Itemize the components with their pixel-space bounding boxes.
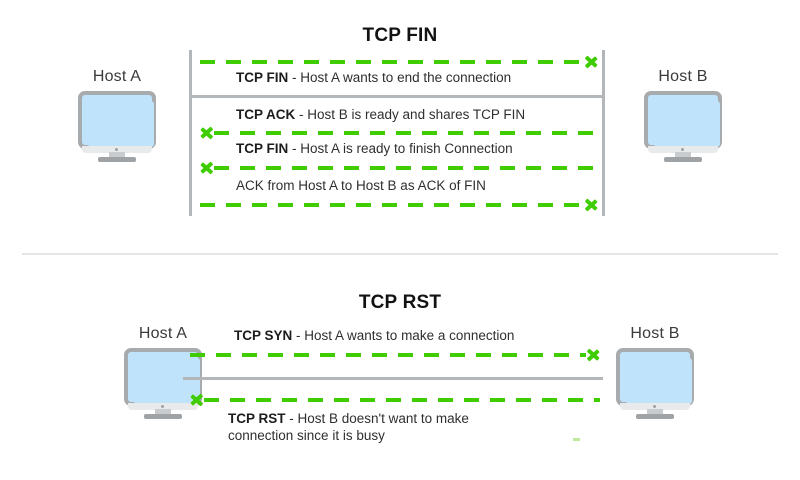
rst-message-1-text: Host A wants to make a connection xyxy=(304,328,515,343)
fin-host-a-label: Host A xyxy=(92,68,142,85)
fin-lifeline-host-a xyxy=(189,50,192,216)
rst-message-2-label: TCP RST - Host B doesn't want to make co… xyxy=(228,410,528,444)
monitor-stand-base xyxy=(98,157,136,162)
fin-message-1-sep: - xyxy=(288,70,301,85)
monitor-indicator-dot xyxy=(653,405,656,408)
arrowhead-left-icon xyxy=(199,161,212,175)
section-divider xyxy=(22,253,778,255)
monitor-indicator-dot xyxy=(115,148,118,151)
fin-arrow-3-right-to-left xyxy=(200,161,598,175)
fin-message-2-label: TCP ACK - Host B is ready and shares TCP… xyxy=(236,106,525,123)
arrowhead-right-icon xyxy=(588,348,601,362)
dashed-line xyxy=(190,353,586,357)
monitor-indicator-dot xyxy=(161,405,164,408)
monitor-stand-neck xyxy=(675,152,691,158)
rst-host-a-label: Host A xyxy=(138,325,188,342)
dashed-line xyxy=(200,203,584,207)
monitor-screen xyxy=(626,358,692,404)
monitor-stand-base xyxy=(144,414,182,419)
fin-host-b: Host B xyxy=(628,68,738,162)
dashed-line xyxy=(214,166,598,170)
computer-monitor-icon xyxy=(78,91,156,162)
fin-message-4-text: ACK from Host A to Host B as ACK of FIN xyxy=(236,178,486,193)
fin-message-1-label: TCP FIN - Host A wants to end the connec… xyxy=(236,69,511,86)
rst-host-b: Host B xyxy=(600,325,710,419)
fin-arrow-4-left-to-right xyxy=(200,198,598,212)
monitor-stand-neck xyxy=(109,152,125,158)
tcp-rst-section-title: TCP RST xyxy=(358,292,442,313)
arrowhead-right-icon xyxy=(586,55,599,69)
fin-message-3-tag: TCP FIN xyxy=(236,141,289,156)
fin-message-2-text: Host B is ready and shares TCP FIN xyxy=(307,107,526,122)
arrowhead-left-icon xyxy=(189,393,202,407)
rst-connector-line xyxy=(183,377,603,380)
monitor-stand-neck xyxy=(647,409,663,415)
rst-message-2-tag: TCP RST xyxy=(228,411,286,426)
fin-message-1-tag: TCP FIN xyxy=(236,70,289,85)
monitor-stand-base xyxy=(664,157,702,162)
fin-message-3-label: TCP FIN - Host A is ready to finish Conn… xyxy=(236,140,513,157)
fin-host-b-label: Host B xyxy=(658,68,708,85)
monitor-screen xyxy=(654,101,720,147)
fin-lifeline-host-b xyxy=(602,50,605,216)
monitor-bezel xyxy=(616,348,694,406)
rst-message-1-sep: - xyxy=(292,328,305,343)
monitor-bezel xyxy=(78,91,156,149)
fin-message-3-sep: - xyxy=(288,141,301,156)
fin-arrow-1-left-to-right xyxy=(200,55,598,69)
computer-monitor-icon xyxy=(616,348,694,419)
monitor-stand-base xyxy=(636,414,674,419)
rst-message-2-sep: - xyxy=(285,411,298,426)
fin-message-2-sep: - xyxy=(295,107,308,122)
stray-green-speck xyxy=(573,438,580,441)
fin-message-3-text: Host A is ready to finish Connection xyxy=(300,141,513,156)
fin-arrow-2-right-to-left xyxy=(200,126,598,140)
fin-host-a: Host A xyxy=(62,68,172,162)
rst-arrow-2-right-to-left xyxy=(190,393,600,407)
dashed-line xyxy=(200,60,584,64)
monitor-stand-neck xyxy=(155,409,171,415)
rst-host-b-label: Host B xyxy=(630,325,680,342)
arrowhead-left-icon xyxy=(199,126,212,140)
rst-message-1-tag: TCP SYN xyxy=(234,328,293,343)
rst-message-2-text: Host B doesn't want to make connection s… xyxy=(228,411,469,443)
fin-message-4-label: ACK from Host A to Host B as ACK of FIN xyxy=(236,177,486,194)
fin-connector-line xyxy=(189,95,605,98)
fin-message-1-text: Host A wants to end the connection xyxy=(300,70,512,85)
computer-monitor-icon xyxy=(644,91,722,162)
rst-arrow-1-left-to-right xyxy=(190,348,600,362)
dashed-line xyxy=(204,398,600,402)
monitor-screen xyxy=(88,101,154,147)
tcp-fin-section-title: TCP FIN xyxy=(362,25,438,46)
fin-message-2-tag: TCP ACK xyxy=(236,107,296,122)
monitor-indicator-dot xyxy=(681,148,684,151)
dashed-line xyxy=(214,131,598,135)
monitor-bezel xyxy=(644,91,722,149)
rst-message-1-label: TCP SYN - Host A wants to make a connect… xyxy=(234,327,514,344)
arrowhead-right-icon xyxy=(586,198,599,212)
